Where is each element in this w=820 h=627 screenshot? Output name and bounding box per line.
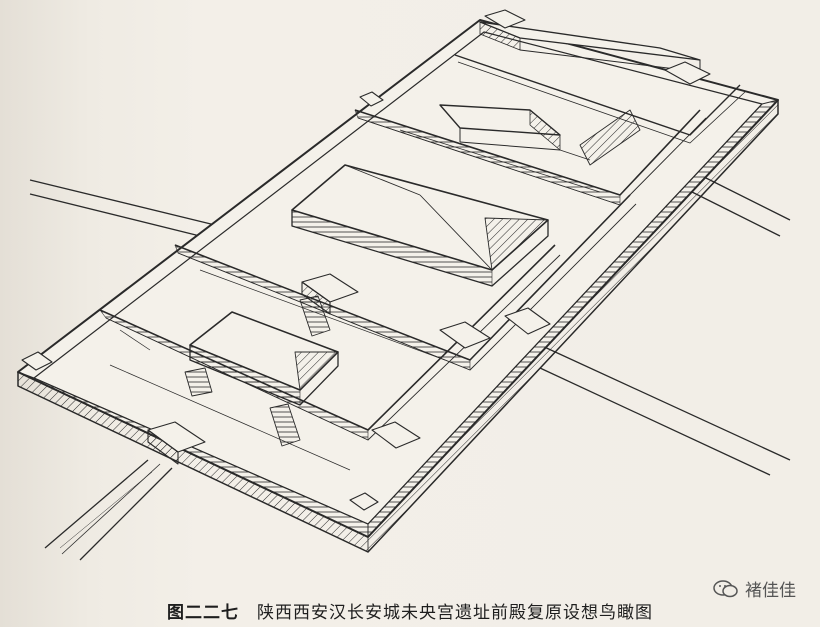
rear-hall: [479, 21, 701, 73]
road-front: [44, 459, 173, 561]
watermark-text: 褚佳佳: [745, 581, 796, 601]
figure-caption: 图二二七陕西西安汉长安城未央宫遗址前殿复原设想鸟瞰图: [0, 598, 820, 623]
wechat-icon: [713, 579, 738, 597]
gate-pavilions: [21, 9, 711, 511]
cross-wall-4: [454, 54, 746, 144]
watermark: 褚佳佳: [713, 576, 796, 601]
stairs: [184, 295, 331, 447]
front-hall: [189, 311, 339, 406]
courtyard-lines: [109, 129, 601, 471]
upper-hall: [439, 104, 641, 166]
palace-illustration: [17, 9, 791, 561]
road-right-lower: [539, 344, 791, 476]
figure-caption-text: 陕西西安汉长安城未央宫遗址前殿复原设想鸟瞰图: [257, 603, 653, 623]
cross-wall-3: [354, 109, 707, 206]
outer-wall: [17, 19, 779, 553]
road-left-upper: [29, 179, 216, 239]
figure-number: 图二二七: [167, 603, 239, 623]
main-front-hall: [291, 164, 549, 287]
